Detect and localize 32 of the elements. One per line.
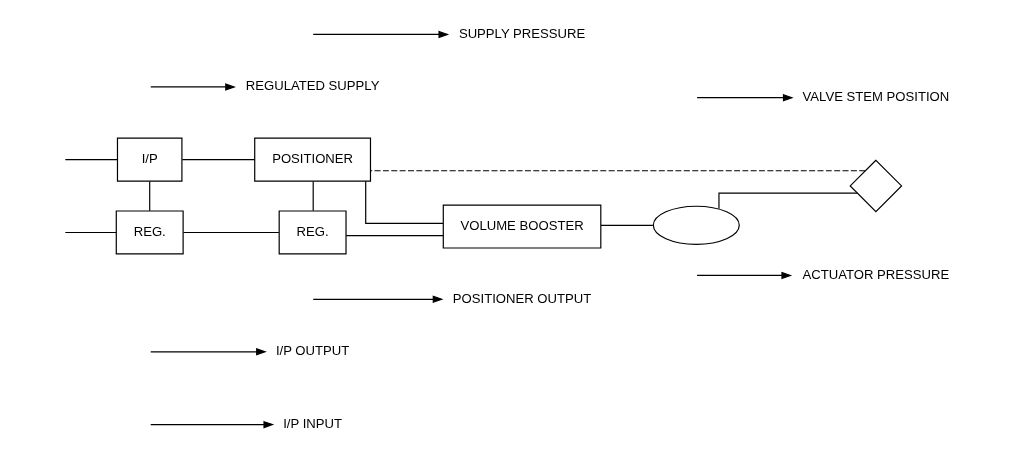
- connector: [64, 159, 118, 161]
- arrow: [150, 83, 236, 91]
- connector: [149, 180, 151, 212]
- arrow: [312, 30, 450, 39]
- node-text: SUPPLY PRESSURE: [458, 25, 586, 41]
- connector: [312, 180, 314, 212]
- connector: [181, 159, 256, 161]
- connector: [600, 224, 654, 226]
- connector: [718, 192, 858, 210]
- node-text: I/P OUTPUT: [275, 343, 350, 359]
- node-text: ACTUATOR PRESSURE: [802, 266, 950, 282]
- arrow: [150, 420, 275, 429]
- connector: [64, 231, 117, 234]
- connector: [365, 180, 444, 224]
- node-valve: [849, 159, 903, 213]
- node-ellipse: [652, 205, 740, 245]
- node-box: I/P: [116, 137, 183, 182]
- node-box: VOLUME BOOSTER: [442, 204, 602, 249]
- arrow: [150, 348, 267, 356]
- arrow: [312, 295, 444, 304]
- node-text: I/P INPUT: [283, 415, 342, 431]
- arrow: [696, 271, 793, 280]
- node-box: POSITIONER: [254, 137, 372, 182]
- connector: [182, 231, 280, 234]
- node-box: REG.: [278, 210, 347, 255]
- node-text: VALVE STEM POSITION: [802, 88, 950, 104]
- node-text: POSITIONER OUTPUT: [452, 290, 592, 306]
- arrow: [696, 93, 794, 102]
- connector: [370, 170, 866, 172]
- connector: [345, 235, 444, 237]
- node-text: REGULATED SUPPLY: [245, 78, 380, 94]
- node-box: REG.: [115, 210, 184, 255]
